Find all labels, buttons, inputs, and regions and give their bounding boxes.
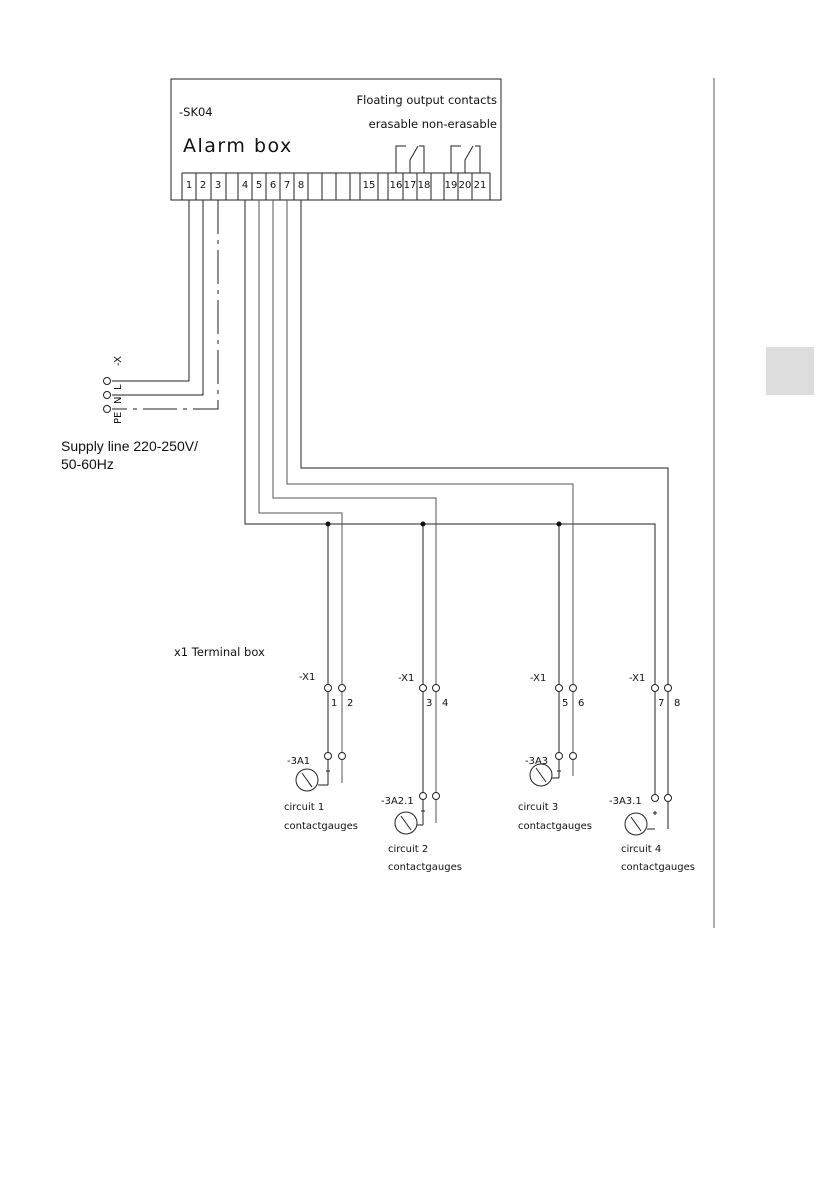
- device-ref: -3A3: [525, 756, 548, 767]
- alarm-box: -SK04 Alarm box Floating output contacts…: [170, 78, 502, 201]
- supply-frequency-label: 50-60Hz: [61, 456, 114, 472]
- supply-terminal: [103, 391, 111, 399]
- circuit-3: -X1 5 6 -3A3 circuit 3 contactgauges: [518, 673, 592, 832]
- terminal-label: 4: [242, 180, 248, 191]
- alarm-box-title: Alarm box: [183, 135, 293, 157]
- terminal-label: 16: [390, 180, 403, 191]
- section-tab: [766, 347, 814, 395]
- terminal-label: 18: [418, 180, 431, 191]
- x1-ref: -X1: [398, 673, 414, 684]
- junction-dot: [325, 521, 331, 527]
- supply-n-label: N: [113, 397, 124, 404]
- x1-terminal-a: 3: [426, 698, 432, 709]
- junction-dot: [556, 521, 562, 527]
- circuit-type: contactgauges: [621, 862, 695, 873]
- terminal-label: 8: [298, 180, 304, 191]
- supply-terminal: [103, 405, 111, 413]
- device-ref: -3A2.1: [381, 796, 414, 807]
- relay-contact-erasable: [395, 145, 425, 173]
- x1-ref: -X1: [299, 672, 315, 683]
- circuit-name: circuit 3: [518, 802, 558, 813]
- supply-x-label: -X: [113, 356, 124, 366]
- erasable-label: erasable non-erasable: [369, 117, 497, 131]
- x1-terminal-b: 2: [347, 698, 353, 709]
- contact-gauge-icon: [529, 763, 553, 787]
- supply-l-label: L: [113, 384, 124, 390]
- x1-terminal-b: 8: [674, 698, 680, 709]
- x1-terminal-b: 6: [578, 698, 584, 709]
- circuit-2: -X1 3 4 -3A2.1 circuit 2 contactgauges: [381, 673, 462, 873]
- x1-terminal-a: 5: [562, 698, 568, 709]
- supply-wiring: -X L N PE: [103, 200, 219, 424]
- relay-contact-non-erasable: [450, 145, 481, 173]
- terminal-label: 2: [200, 180, 206, 191]
- terminal-label: 5: [256, 180, 262, 191]
- terminal-label: 19: [445, 180, 458, 191]
- circuit-name: circuit 2: [388, 844, 428, 855]
- terminal-strip: [181, 172, 491, 200]
- device-ref: -3A3.1: [609, 796, 642, 807]
- x1-terminal-a: 1: [331, 698, 337, 709]
- signal-wiring: [244, 200, 669, 829]
- supply-terminal: [103, 377, 111, 385]
- supply-line-label: Supply line 220-250V/: [61, 438, 198, 454]
- supply-pe-label: PE: [113, 412, 124, 424]
- x1-ref: -X1: [629, 673, 645, 684]
- circuit-1: -X1 1 2 -3A1 circuit 1 contactgauges: [284, 672, 358, 832]
- terminal-box-label: x1 Terminal box: [174, 645, 265, 659]
- x1-terminal-a: 7: [658, 698, 664, 709]
- x1-ref: -X1: [530, 673, 546, 684]
- circuit-name: circuit 4: [621, 844, 661, 855]
- terminal-label: 21: [474, 180, 487, 191]
- contact-gauge-icon: [295, 768, 319, 792]
- alarm-box-ref: -SK04: [179, 105, 213, 119]
- junction-dot: [420, 521, 426, 527]
- circuit-type: contactgauges: [284, 821, 358, 832]
- terminal-label: 1: [186, 180, 192, 191]
- circuit-name: circuit 1: [284, 802, 324, 813]
- terminal-label: 20: [459, 180, 472, 191]
- terminal-label: 17: [404, 180, 417, 191]
- terminal-label: 15: [363, 180, 376, 191]
- terminal-label: 7: [284, 180, 290, 191]
- x1-terminal-b: 4: [442, 698, 448, 709]
- contact-gauge-icon: [624, 812, 648, 836]
- floating-contacts-label: Floating output contacts: [357, 93, 497, 107]
- circuit-type: contactgauges: [388, 862, 462, 873]
- device-ref: -3A1: [287, 756, 310, 767]
- circuit-4: -X1 7 8 -3A3.1 circuit 4 contactgauges: [609, 673, 695, 873]
- terminal-label: 3: [215, 180, 221, 191]
- contact-gauge-icon: [394, 811, 418, 835]
- circuit-type: contactgauges: [518, 821, 592, 832]
- terminal-label: 6: [270, 180, 276, 191]
